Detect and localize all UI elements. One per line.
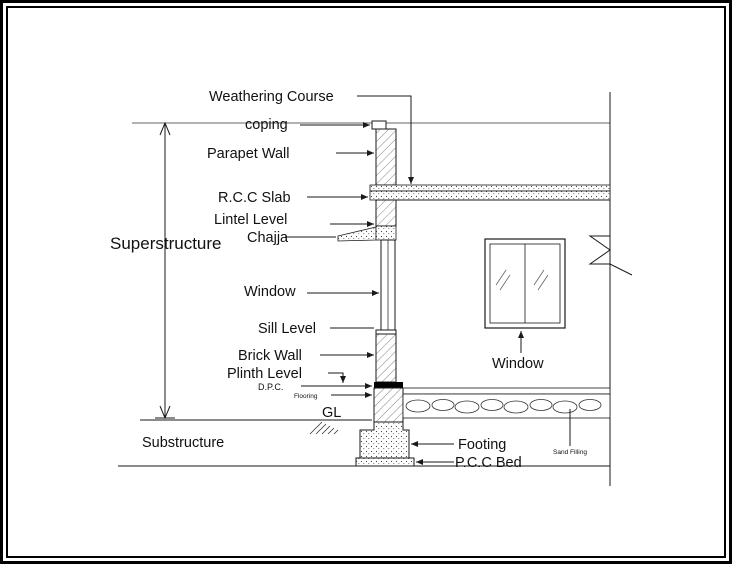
- elevation-break-line: [588, 235, 633, 276]
- footing-label: Footing: [458, 437, 506, 453]
- lintel-beam: [375, 225, 397, 241]
- footing: [359, 421, 410, 459]
- window-left-label: Window: [244, 284, 296, 300]
- chajja: [337, 226, 377, 242]
- sand-filling-label: Sand Filling: [553, 449, 587, 456]
- weathering-course: [369, 184, 611, 192]
- sand-filling-pattern: [405, 399, 602, 414]
- plinth-level-leader: [328, 372, 346, 383]
- coping-label: coping: [245, 117, 288, 133]
- weathering-course-leader: [357, 95, 414, 184]
- brick-wall-label: Brick Wall: [238, 348, 302, 364]
- foundation-wall: [373, 387, 404, 423]
- dpc-layer: [374, 382, 403, 388]
- sand-filling: [402, 393, 611, 419]
- elevation-window: [484, 238, 566, 329]
- brick-wall: [375, 333, 397, 383]
- lintel-wall: [375, 199, 397, 227]
- flooring: [402, 387, 611, 395]
- window-right-label: Window: [492, 356, 544, 372]
- substructure-label: Substructure: [142, 435, 224, 451]
- sill: [375, 329, 397, 335]
- plinth-level-label: Plinth Level: [227, 366, 302, 382]
- weathering-course-label: Weathering Course: [209, 89, 334, 105]
- flooring-label: Flooring: [294, 393, 318, 400]
- inner-border: [6, 6, 726, 558]
- superstructure-label: Superstructure: [110, 234, 222, 253]
- lintel-level-label: Lintel Level: [214, 212, 287, 228]
- rcc-slab-label: R.C.C Slab: [218, 190, 291, 206]
- parapet-wall-label: Parapet Wall: [207, 146, 289, 162]
- ground-symbol: [309, 421, 339, 435]
- parapet-wall: [375, 128, 397, 186]
- chajja-label: Chajja: [247, 230, 289, 246]
- gl-label: GL: [322, 405, 341, 421]
- rcc-slab: [369, 190, 611, 201]
- pcc-bed-label: P.C.C Bed: [455, 455, 522, 471]
- coping-block: [371, 120, 387, 130]
- sill-level-label: Sill Level: [258, 321, 316, 337]
- dpc-label: D.P.C.: [258, 382, 283, 392]
- superstructure-top-arrow: [159, 121, 171, 136]
- pcc-bed: [355, 457, 415, 467]
